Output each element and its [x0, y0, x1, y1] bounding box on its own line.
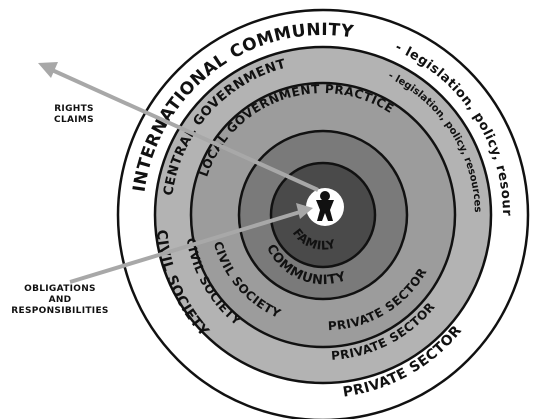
- rights-claims-label: RIGHTS CLAIMS: [54, 104, 94, 125]
- rights-claims-arrow: [38, 62, 319, 192]
- obligations-arrow: [69, 203, 313, 284]
- obligations-responsibilities-label: OBLIGATIONS AND RESPONSIBILITIES: [11, 284, 109, 316]
- child-icon: [306, 188, 344, 226]
